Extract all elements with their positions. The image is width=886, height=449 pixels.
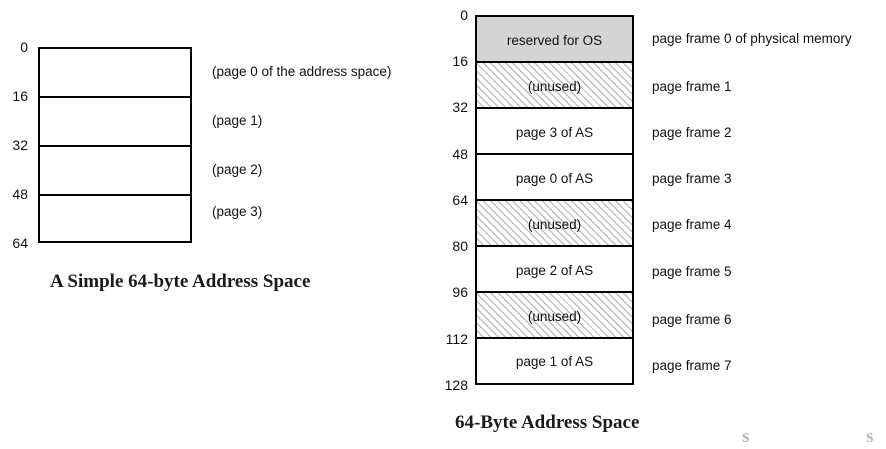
- address-tick-32: 32: [12, 137, 28, 153]
- physical-memory-side-label-1: page frame 1: [652, 79, 732, 94]
- physical-memory-caption-clip: 64-Byte Address Space: [455, 412, 875, 440]
- address-tick-64: 64: [12, 235, 28, 251]
- physical-memory-tick-0: 0: [460, 7, 468, 23]
- clipped-glyph-2: s: [866, 426, 874, 447]
- address-tick-16: 16: [12, 88, 28, 104]
- physical-memory-frame-5-text: page 2 of AS: [515, 262, 594, 278]
- physical-memory-side-label-5: page frame 5: [652, 264, 732, 279]
- physical-memory-frame-7: page 1 of AS: [477, 337, 632, 383]
- physical-memory-frame-3-text: page 0 of AS: [515, 170, 594, 186]
- physical-memory-frame-2: page 3 of AS: [477, 107, 632, 155]
- physical-memory-tick-16: 16: [452, 53, 468, 69]
- address-space-label-page1: (page 1): [212, 113, 263, 128]
- physical-memory-tick-64: 64: [452, 192, 468, 208]
- physical-memory-side-label-2: page frame 2: [652, 125, 732, 140]
- physical-memory-side-label-3: page frame 3: [652, 171, 732, 186]
- physical-memory-frame-2-text: page 3 of AS: [515, 124, 594, 140]
- physical-memory-tick-48: 48: [452, 146, 468, 162]
- address-space-label-page2: (page 2): [212, 162, 263, 177]
- physical-memory-side-label-7: page frame 7: [652, 358, 732, 373]
- physical-memory-frame-3: page 0 of AS: [477, 153, 632, 201]
- physical-memory-frame-4: (unused): [477, 199, 632, 247]
- address-tick-48: 48: [12, 186, 28, 202]
- address-space-label-page0: (page 0 of the address space): [212, 64, 392, 79]
- physical-memory-side-label-0: page frame 0 of physical memory: [652, 31, 852, 46]
- physical-memory-tick-32: 32: [452, 99, 468, 115]
- physical-memory-frame-7-text: page 1 of AS: [515, 353, 594, 369]
- address-space-row-page2: [40, 145, 190, 194]
- physical-memory-side-label-4: page frame 4: [652, 217, 732, 232]
- address-tick-0: 0: [20, 39, 28, 55]
- physical-memory-tick-112: 112: [445, 331, 468, 347]
- clipped-glyph-1: s: [742, 426, 750, 447]
- physical-memory-frame-0: reserved for OS: [477, 17, 632, 63]
- physical-memory-frame-5: page 2 of AS: [477, 245, 632, 293]
- physical-memory-tick-96: 96: [452, 284, 468, 300]
- physical-memory-frame-0-text: reserved for OS: [506, 32, 603, 48]
- physical-memory-frame-1-text: (unused): [527, 78, 582, 94]
- address-space-row-page3: [40, 194, 190, 241]
- address-space-row-page0: [40, 49, 190, 98]
- physical-memory-tick-128: 128: [444, 377, 468, 393]
- address-space-row-page1: [40, 96, 190, 145]
- physical-memory-frame-1: (unused): [477, 61, 632, 109]
- physical-memory-frame-6-text: (unused): [527, 308, 582, 324]
- address-space-label-page3: (page 3): [212, 204, 263, 219]
- physical-memory-box: reserved for OS (unused) page 3 of AS pa…: [475, 15, 634, 385]
- physical-memory-side-label-6: page frame 6: [652, 312, 732, 327]
- address-space-caption: A Simple 64-byte Address Space: [50, 271, 311, 292]
- address-space-box: [38, 47, 192, 243]
- physical-memory-tick-80: 80: [452, 238, 468, 254]
- physical-memory-frame-4-text: (unused): [527, 216, 582, 232]
- physical-memory-frame-6: (unused): [477, 291, 632, 339]
- physical-memory-caption: 64-Byte Address Space: [455, 412, 640, 433]
